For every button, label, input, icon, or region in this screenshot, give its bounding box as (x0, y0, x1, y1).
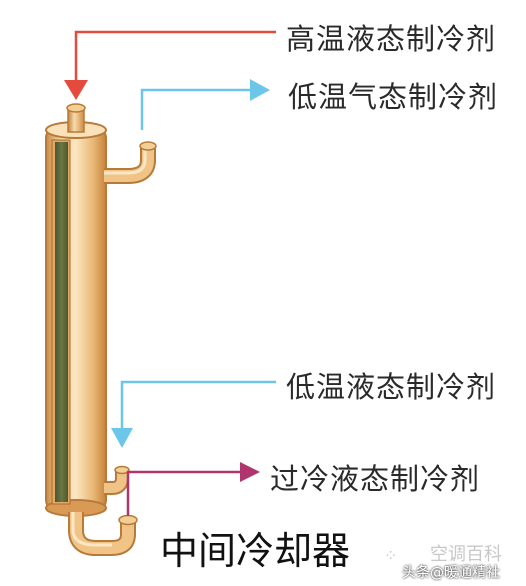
watermark-credit: 头条@暖通精社 (402, 565, 500, 581)
label-high-temp-liquid-refrigerant: 高温液态制冷剂 (286, 22, 497, 56)
label-low-temp-liquid-refrigerant: 低温液态制冷剂 (286, 370, 497, 404)
liquid-inlet-pipe (104, 465, 130, 495)
arrow-low-liquid-inlet (111, 380, 276, 448)
diagram-title: 中间冷却器 (160, 529, 351, 573)
top-inlet-pipe (66, 103, 86, 133)
arrow-subcooled-outlet (126, 462, 260, 516)
arrow-hot-liquid-inlet (64, 30, 276, 100)
label-low-temp-gas-refrigerant: 低温气态制冷剂 (288, 80, 499, 114)
subcooled-outlet-pipe (68, 512, 138, 556)
arrow-low-gas-outlet (140, 79, 270, 130)
watermark-logo-icon: ⁘ (384, 546, 398, 565)
gas-outlet-pipe (104, 141, 157, 184)
inner-coil-cutaway (51, 139, 71, 505)
watermark-logo-text: 空调百科 (430, 544, 502, 565)
label-subcooled-liquid-refrigerant: 过冷液态制冷剂 (270, 462, 481, 496)
